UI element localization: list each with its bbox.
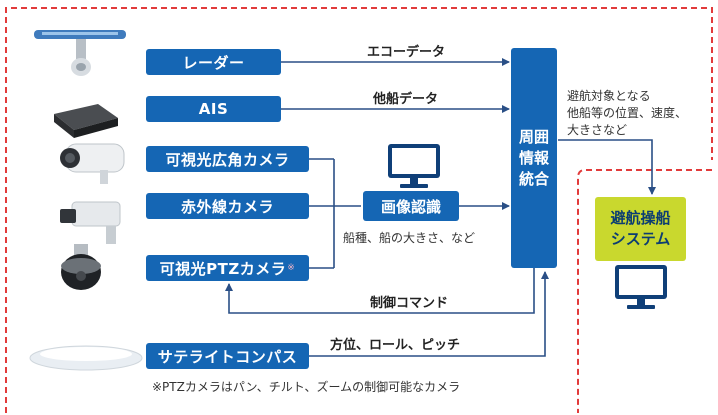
avoidance-system-box: 避航操船 システム (595, 197, 686, 261)
radar-antenna-icon (34, 30, 126, 76)
heading-roll-pitch-label: 方位、ロール、ピッチ (330, 338, 461, 353)
arrow-avoidance-output (558, 139, 656, 195)
bullet-camera-icon (60, 143, 125, 184)
avoidance-target-line-3: 大きさなど (567, 123, 628, 137)
other-ship-data-label: 他船データ (373, 92, 439, 107)
subsystem-boundary (577, 169, 712, 413)
image-recognition-box: 画像認識 (363, 191, 459, 221)
arrow-control-command (225, 268, 535, 314)
image-recognition-detail: 船種、船の大きさ、など (343, 231, 476, 245)
ais-box: AIS (146, 96, 281, 122)
avoidance-target-line-2: 他船等の位置、速度、 (567, 106, 688, 120)
satellite-compass-label: サテライトコンパス (157, 347, 298, 366)
satellite-compass-icon (29, 345, 143, 371)
integration-line-3: 統合 (518, 169, 549, 188)
ais-transponder-icon (54, 104, 118, 138)
avoidance-target-text: 避航対象となる 他船等の位置、速度、 大きさなど (567, 88, 687, 139)
visible-wide-camera-box: 可視光広角カメラ (146, 146, 309, 172)
echo-data-label: エコーデータ (367, 45, 446, 60)
footnote: ※PTZカメラはパン、チルト、ズームの制御可能なカメラ (152, 380, 461, 394)
satellite-compass-box: サテライトコンパス (146, 343, 309, 369)
system-boundary (5, 7, 713, 413)
ais-label: AIS (198, 100, 229, 118)
avoidance-system-line-1: 避航操船 (610, 209, 671, 227)
avoidance-system-line-2: システム (610, 230, 671, 248)
visible-ptz-camera-box: 可視光PTZカメラ※ (146, 255, 309, 281)
ptz-dome-camera-icon (61, 244, 101, 290)
infrared-camera-box: 赤外線カメラ (146, 193, 309, 219)
integration-box: 周囲 情報 統合 (511, 48, 557, 268)
control-command-label: 制御コマンド (370, 296, 449, 311)
arrow-heading-roll-pitch (309, 271, 549, 357)
avoidance-monitor-icon (615, 265, 667, 309)
visible-wide-camera-label: 可視光広角カメラ (165, 150, 290, 169)
radar-box: レーダー (146, 49, 281, 75)
infrared-camera-icon (60, 201, 121, 244)
avoidance-target-line-1: 避航対象となる (567, 89, 651, 103)
image-recognition-label: 画像認識 (380, 197, 441, 216)
device-illustrations (29, 30, 143, 371)
ptz-footnote-mark: ※ (287, 263, 296, 273)
visible-ptz-camera-label: 可視光PTZカメラ (159, 259, 287, 278)
integration-line-1: 周囲 (518, 127, 549, 146)
monitor-icon (388, 144, 440, 188)
infrared-camera-label: 赤外線カメラ (180, 197, 274, 216)
integration-line-2: 情報 (518, 148, 549, 167)
radar-label: レーダー (182, 53, 245, 72)
